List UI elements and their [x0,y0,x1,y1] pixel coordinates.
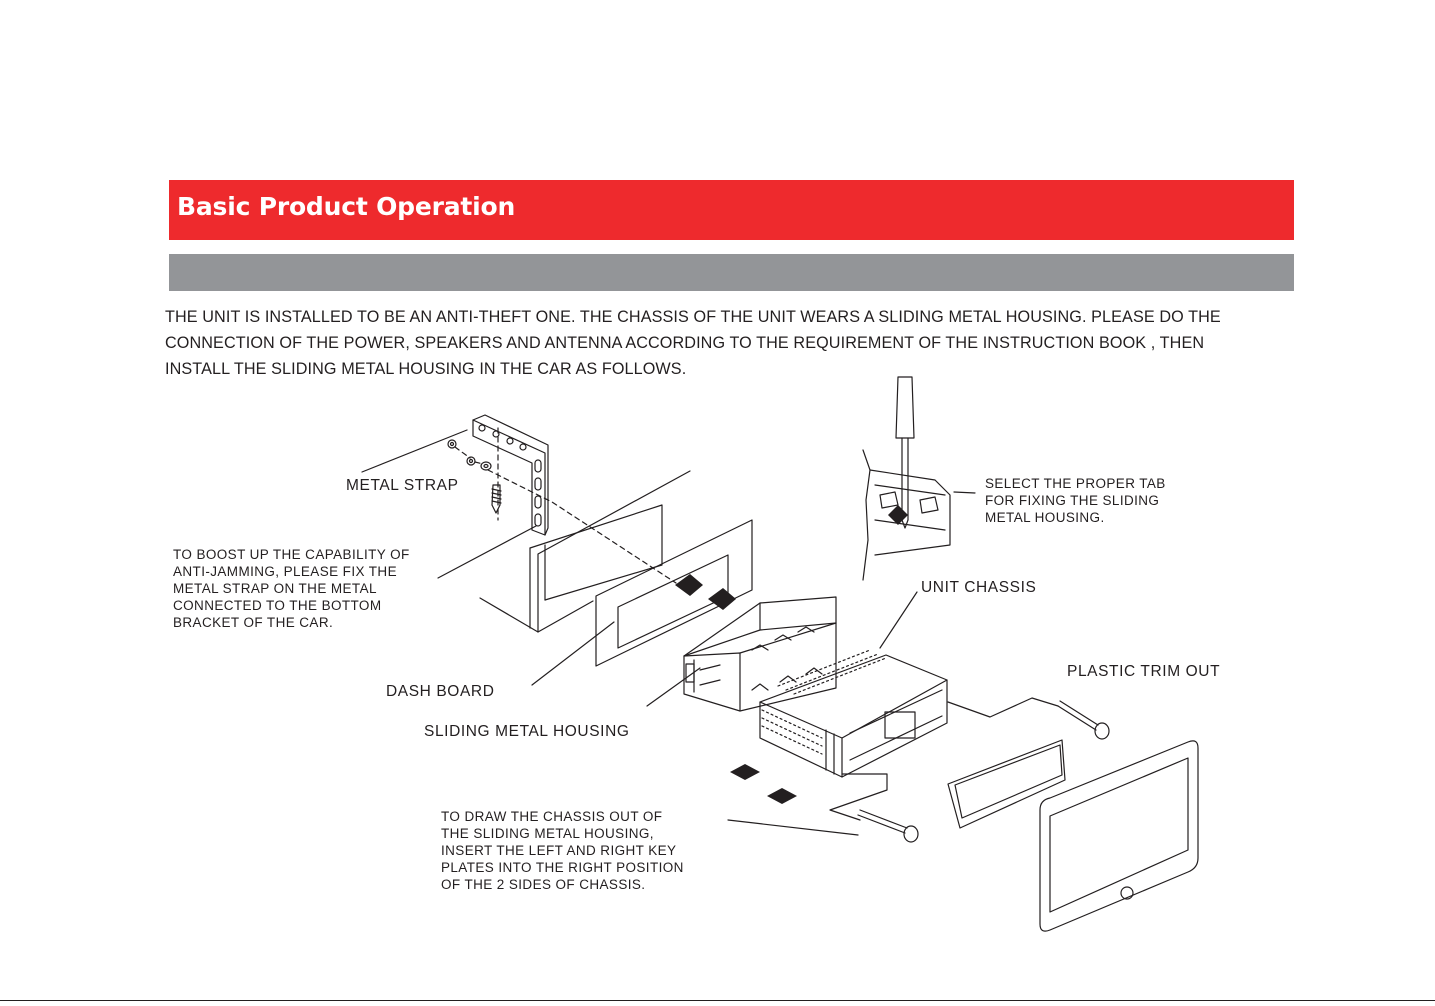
screwdriver-icon [895,376,915,529]
sliding-metal-housing-illustration [683,596,837,712]
note-line: METAL HOUSING. [985,510,1105,525]
screw-icon [491,484,502,514]
plastic-trim-illustration [947,739,1066,829]
note-line: SELECT THE PROPER TAB [985,476,1166,491]
label-dash-board: DASH BOARD [386,683,495,700]
intro-line: INSTALL THE SLIDING METAL HOUSING IN THE… [165,360,687,378]
washer-icon [447,439,492,471]
note-line: FOR FIXING THE SLIDING [985,493,1160,508]
note-line: OF THE 2 SIDES OF CHASSIS. [441,877,646,892]
note-line: CONNECTED TO THE BOTTOM [173,598,382,613]
note-anti-jamming: TO BOOST UP THE CAPABILITY OF ANTI-JAMMI… [173,546,410,631]
note-select-tab: SELECT THE PROPER TAB FOR FIXING THE SLI… [985,475,1166,526]
label-sliding-metal-housing: SLIDING METAL HOUSING [424,723,630,740]
page-bottom-rule [0,1000,1435,1001]
note-line: BRACKET OF THE CAR. [173,615,334,630]
note-line: THE SLIDING METAL HOUSING, [441,826,654,841]
title-bar: Basic Product Operation [169,180,1294,240]
note-line: TO DRAW THE CHASSIS OUT OF [441,809,663,824]
note-line: TO BOOST UP THE CAPABILITY OF [173,547,410,562]
metal-strap-illustration [472,414,549,536]
intro-line: CONNECTION OF THE POWER, SPEAKERS AND AN… [165,334,1205,352]
note-line: ANTI-JAMMING, PLEASE FIX THE [173,564,397,579]
page-title: Basic Product Operation [177,192,516,221]
label-unit-chassis: UNIT CHASSIS [921,579,1037,596]
intro-line: THE UNIT IS INSTALLED TO BE AN ANTI-THEF… [165,308,1221,326]
section-bar [169,254,1294,291]
key-plate-icon [857,809,919,843]
intro-paragraph: THE UNIT IS INSTALLED TO BE AN ANTI-THEF… [165,304,1315,382]
insert-arrow-icon [675,505,908,804]
front-panel-illustration [1039,740,1199,932]
label-metal-strap: METAL STRAP [346,477,459,494]
label-plastic-trim-out: PLASTIC TRIM OUT [1067,663,1221,680]
note-draw-chassis: TO DRAW THE CHASSIS OUT OF THE SLIDING M… [441,808,684,893]
unit-chassis-illustration [759,649,948,778]
key-plate-icon [1057,700,1110,740]
note-line: METAL STRAP ON THE METAL [173,581,377,596]
note-line: INSERT THE LEFT AND RIGHT KEY [441,843,677,858]
note-line: PLATES INTO THE RIGHT POSITION [441,860,684,875]
